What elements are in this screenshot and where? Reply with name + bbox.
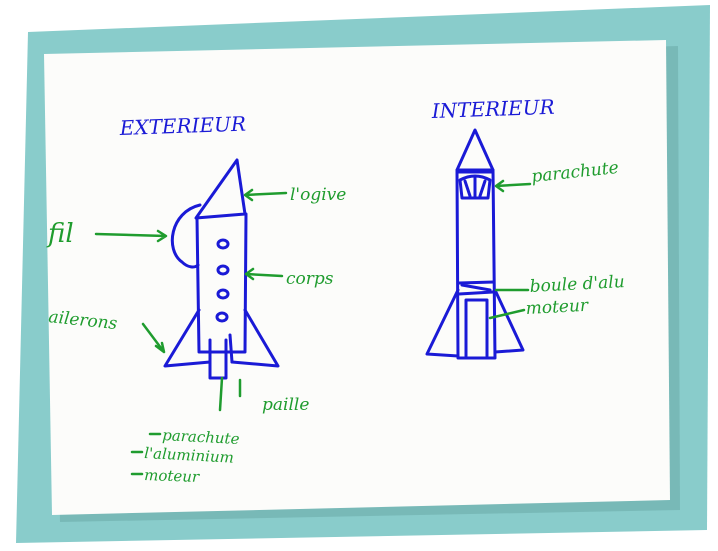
interior-title: INTERIEUR bbox=[430, 95, 555, 123]
interior-rocket bbox=[425, 128, 525, 360]
interior-parachute-band bbox=[456, 170, 495, 200]
parts-list-item: moteur bbox=[144, 466, 200, 486]
exterior-nose-cone bbox=[194, 158, 247, 220]
motor-arrow bbox=[488, 308, 526, 320]
exterior-labels: l'ogive fil corps ailerons paille bbox=[46, 185, 346, 415]
label-motor: moteur bbox=[525, 296, 589, 319]
label-string: fil bbox=[46, 219, 74, 249]
nose-arrow bbox=[243, 188, 288, 202]
interior-motor bbox=[464, 298, 489, 358]
parts-list-item: parachute bbox=[162, 426, 240, 448]
exterior-rocket bbox=[163, 158, 280, 380]
paper-sheet bbox=[44, 40, 670, 515]
porthole bbox=[216, 288, 230, 300]
exterior-left-fin bbox=[163, 308, 212, 368]
porthole bbox=[216, 264, 230, 276]
label-body: corps bbox=[286, 269, 334, 289]
label-straw: paille bbox=[262, 395, 309, 415]
interior-nose-cone bbox=[455, 128, 495, 172]
interior-rocket-body bbox=[455, 168, 497, 360]
label-foil-ball: boule d'alu bbox=[529, 272, 625, 297]
interior-foil-ball bbox=[457, 280, 496, 296]
porthole bbox=[216, 238, 230, 250]
interior-right-fin bbox=[493, 288, 525, 354]
label-nose: l'ogive bbox=[290, 185, 346, 205]
exterior-straw bbox=[208, 333, 234, 380]
body-arrow bbox=[244, 267, 284, 281]
interior-left-fin bbox=[425, 288, 460, 358]
exterior-parts-list: parachute l'aluminium moteur bbox=[130, 426, 240, 486]
parachute-arrow bbox=[494, 179, 532, 193]
string-arrow bbox=[94, 229, 168, 243]
parts-list-item: l'aluminium bbox=[144, 444, 235, 467]
fins-arrow bbox=[141, 322, 166, 354]
exterior-rocket-body bbox=[195, 212, 248, 354]
exterior-title: EXTERIEUR bbox=[118, 112, 246, 140]
porthole bbox=[215, 311, 229, 323]
exterior-string-loop bbox=[170, 203, 202, 269]
exterior-right-fin bbox=[230, 308, 280, 368]
straw-arrow bbox=[218, 376, 242, 412]
